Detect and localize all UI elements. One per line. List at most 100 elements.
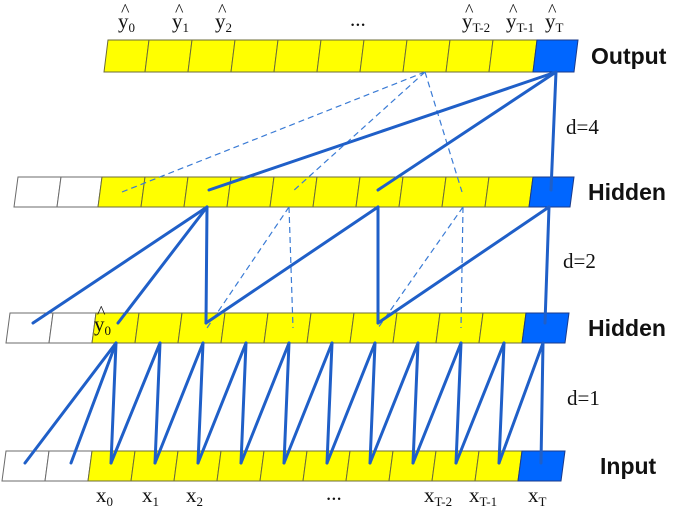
hidden-cell: [312, 176, 361, 208]
hidden-bottom-row: [5, 312, 570, 344]
hidden-token: y0: [94, 312, 111, 338]
edge: [497, 341, 506, 465]
output-row: [103, 39, 579, 73]
output-token-labels: ^ y0 ^ y1 ^ y2 ... ^ yT-2 ^ yT-1 ^ yT: [118, 0, 564, 35]
hidden-current-cell: [521, 312, 570, 344]
hidden-top-row: [13, 176, 575, 208]
output-cell: [316, 39, 365, 73]
layer-label-hidden-bottom: Hidden: [588, 315, 666, 341]
hat-mark: ^: [121, 0, 130, 20]
output-cell: [230, 39, 279, 73]
input-token: xT-2: [424, 483, 452, 509]
padding-cell: [48, 312, 97, 344]
input-token: xT-1: [469, 483, 497, 509]
edge: [282, 341, 334, 465]
edge: [116, 205, 209, 325]
hidden-cell: [183, 176, 232, 208]
edge: [539, 341, 545, 465]
edge: [454, 341, 506, 465]
edge: [196, 341, 205, 465]
hidden-cell: [97, 176, 146, 208]
hat-mark: ^: [218, 0, 227, 20]
output-cell: [402, 39, 451, 73]
hidden-cell: [306, 312, 355, 344]
layer-label-output: Output: [591, 43, 667, 69]
dashed-connections: [121, 71, 464, 329]
dilation-label-d4: d=4: [566, 115, 599, 139]
edge: [282, 341, 291, 465]
input-token: xT: [528, 483, 547, 509]
edge: [368, 341, 377, 465]
solid-connections: [23, 70, 558, 465]
hidden-cell: [263, 312, 312, 344]
edge: [204, 205, 380, 325]
edge: [325, 341, 377, 465]
input-token: x0: [96, 483, 113, 509]
edge: [23, 341, 118, 465]
output-cell: [273, 39, 322, 73]
hidden-cell: [220, 312, 269, 344]
edge: [368, 341, 420, 465]
edge: [549, 70, 558, 192]
dashed-edge: [291, 71, 426, 193]
edge: [325, 341, 334, 465]
hidden-token-label: ^ y0: [94, 302, 111, 338]
edge: [204, 205, 209, 325]
layer-label-hidden-top: Hidden: [588, 179, 666, 205]
output-token: yT-2: [462, 9, 490, 35]
output-token: yT-1: [506, 9, 534, 35]
dilation-label-d1: d=1: [567, 386, 600, 410]
layer-label-input: Input: [600, 453, 657, 479]
padding-cell: [1, 450, 50, 482]
edge: [153, 341, 205, 465]
hat-mark: ^: [175, 0, 184, 20]
input-current-cell: [517, 450, 566, 482]
hidden-cell: [177, 312, 226, 344]
hidden-cell: [392, 312, 441, 344]
edge: [411, 341, 463, 465]
edge: [239, 341, 248, 465]
hidden-cell: [134, 312, 183, 344]
edge: [376, 70, 558, 192]
output-token: y2: [215, 9, 232, 35]
edge: [207, 70, 558, 192]
hidden-current-cell: [528, 176, 575, 208]
hidden-cell: [355, 176, 404, 208]
edge: [376, 205, 551, 325]
edge: [239, 341, 291, 465]
output-token: yT: [545, 9, 564, 35]
hidden-cell: [349, 312, 398, 344]
hat-mark: ^: [465, 0, 474, 20]
output-token-ellipsis: ...: [350, 7, 366, 31]
hidden-cell: [441, 176, 490, 208]
output-cell: [144, 39, 193, 73]
hidden-cell: [478, 312, 527, 344]
hidden-cell: [435, 312, 484, 344]
padding-cell: [5, 312, 54, 344]
dashed-edge: [424, 71, 463, 193]
padding-cell: [13, 176, 62, 208]
padding-cell: [56, 176, 103, 208]
edge: [109, 341, 118, 465]
hidden-cell: [484, 176, 534, 208]
output-cell: [445, 39, 494, 73]
input-token: x1: [142, 483, 159, 509]
input-token-ellipsis: ...: [326, 481, 342, 505]
padding-cell: [44, 450, 93, 482]
dashed-edge: [206, 206, 290, 329]
hidden-cell: [269, 176, 318, 208]
output-cell: [488, 39, 538, 73]
output-token: y0: [118, 9, 135, 35]
hat-mark: ^: [509, 0, 518, 20]
input-row: [1, 450, 566, 482]
hat-mark: ^: [97, 302, 106, 322]
dashed-edge: [121, 71, 426, 193]
input-token-labels: x0 x1 x2 ... xT-2 xT-1 xT: [96, 481, 547, 509]
hat-mark: ^: [548, 0, 557, 20]
output-current-cell: [532, 39, 579, 73]
dilation-label-d2: d=2: [563, 249, 596, 273]
edge: [109, 341, 162, 465]
edge: [497, 341, 545, 465]
edge: [31, 205, 209, 325]
